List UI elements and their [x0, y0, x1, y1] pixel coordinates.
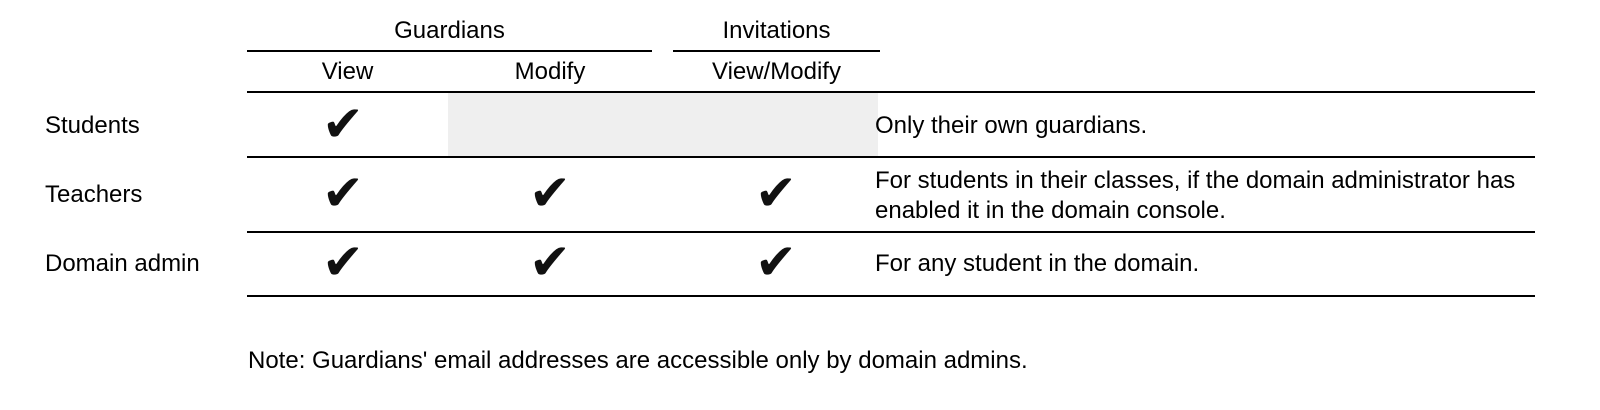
row-note-teachers: For students in their classes, if the do…	[875, 167, 1516, 224]
row-divider	[247, 156, 1535, 158]
row-divider	[247, 91, 1535, 93]
check-icon: ✔	[755, 233, 797, 291]
check-icon: ✔	[322, 95, 364, 153]
row-note-students: Only their own guardians.	[875, 112, 1148, 139]
check-icon: ✔	[529, 233, 571, 291]
row-label-teachers: Teachers	[45, 181, 143, 208]
row-divider	[247, 231, 1535, 233]
footnote: Note: Guardians' email addresses are acc…	[248, 347, 1028, 374]
column-group-guardians-label: Guardians	[394, 17, 505, 44]
column-header-view: View	[321, 58, 374, 85]
row-label-students: Students	[45, 112, 140, 139]
row-note-domain-admin: For any student in the domain.	[875, 250, 1200, 277]
column-header-view-modify: View/Modify	[712, 58, 841, 85]
check-icon: ✔	[322, 164, 364, 222]
column-header-modify: Modify	[514, 58, 586, 85]
row-label-domain-admin: Domain admin	[45, 250, 200, 277]
guardians-underline	[247, 50, 652, 52]
invitations-underline	[673, 50, 880, 52]
column-group-invitations-label: Invitations	[722, 17, 831, 44]
row-divider	[247, 295, 1535, 297]
students-disabled-cells	[448, 93, 878, 156]
check-icon: ✔	[322, 233, 364, 291]
check-icon: ✔	[755, 164, 797, 222]
check-icon: ✔	[529, 164, 571, 222]
